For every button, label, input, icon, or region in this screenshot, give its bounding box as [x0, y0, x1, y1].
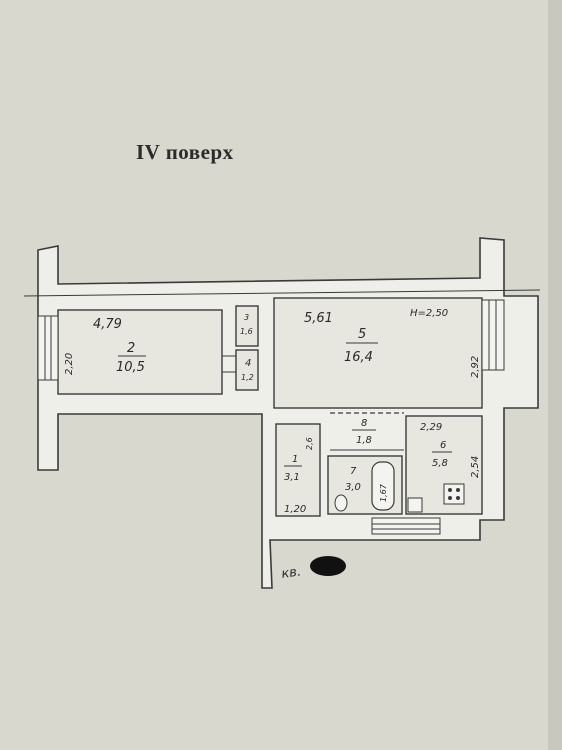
apartment-label-text: кв. — [280, 564, 302, 582]
sink-icon — [407, 497, 423, 513]
room-5: 5,61 H=2,50 5 16,4 2,92 — [273, 297, 483, 409]
room-7-number: 7 — [350, 466, 357, 477]
room-7-area: 3,0 — [345, 482, 361, 493]
stove-icon — [443, 483, 465, 505]
room-3: 3 1,6 — [235, 305, 259, 347]
room-8: 8 1,8 — [330, 412, 404, 451]
room-5-height: H=2,50 — [410, 308, 448, 319]
room-1-length: 1,20 — [284, 504, 306, 515]
room-3-area: 1,6 — [240, 327, 253, 336]
room-4: 4 1,2 — [222, 349, 259, 391]
room-4-area: 1,2 — [241, 373, 254, 382]
room-2-width: 2,20 — [64, 353, 75, 375]
window-left — [37, 315, 59, 381]
outer-walls — [23, 237, 541, 589]
window-bottom — [371, 517, 441, 535]
room-5-length: 5,61 — [304, 311, 333, 326]
room-1: 1 3,1 2,6 1,20 — [275, 423, 321, 517]
room-2: 4,79 2 10,5 2,20 — [57, 309, 223, 395]
redacted-number — [310, 556, 346, 576]
room-5-area: 16,4 — [344, 350, 373, 365]
scan-edge — [548, 0, 562, 750]
room-7: 7 3,0 1,67 — [327, 455, 403, 515]
room-1-area: 3,1 — [284, 472, 300, 483]
room-4-number: 4 — [245, 358, 251, 369]
window-right — [481, 299, 505, 371]
room-6-area: 5,8 — [432, 458, 448, 469]
room-6: 2,29 6 5,8 2,54 — [405, 415, 483, 515]
bathtub-icon — [371, 461, 395, 511]
room-6-length: 2,29 — [420, 422, 442, 433]
room-5-number: 5 — [358, 327, 366, 342]
room-3-number: 3 — [244, 313, 249, 322]
room-2-length: 4,79 — [93, 317, 122, 332]
room-5-width: 2,92 — [470, 356, 481, 378]
room-1-width: 2,6 — [305, 437, 314, 450]
room-7-width: 1,67 — [379, 483, 388, 502]
room-6-width: 2,54 — [470, 456, 481, 478]
room-8-area: 1,8 — [356, 435, 372, 446]
room-2-area: 10,5 — [116, 360, 145, 375]
toilet-icon — [334, 494, 348, 512]
room-2-number: 2 — [127, 341, 135, 356]
room-6-number: 6 — [440, 440, 446, 451]
floor-title: IV поверх — [136, 140, 234, 164]
room-1-number: 1 — [292, 454, 298, 465]
apartment-label: кв. — [280, 556, 346, 582]
outer-wall-line — [23, 289, 541, 297]
room-8-number: 8 — [361, 418, 367, 429]
